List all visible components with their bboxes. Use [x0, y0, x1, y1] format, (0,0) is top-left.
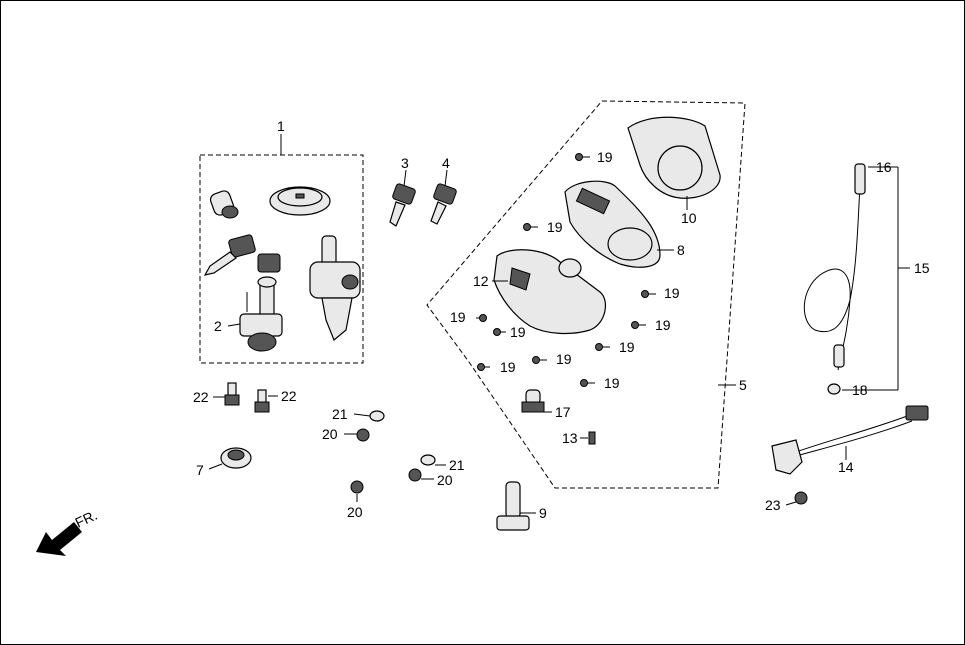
callout-1: 1	[277, 118, 285, 134]
callout-2: 2	[214, 318, 222, 334]
speedometer-cable	[803, 163, 866, 395]
callout-19-c: 19	[664, 285, 680, 301]
callout-17: 17	[555, 404, 571, 420]
seat-lock	[309, 235, 361, 341]
callout-23: 23	[765, 497, 781, 513]
meter-cover	[627, 116, 721, 199]
callout-19-f: 19	[655, 317, 671, 333]
callout-19-b: 19	[547, 219, 563, 235]
bulb-socket	[521, 389, 545, 413]
ignition-key	[203, 234, 256, 276]
callout-20-a: 20	[322, 426, 338, 442]
callout-19-h: 19	[556, 351, 572, 367]
lock-cylinder-small	[209, 190, 239, 219]
bolt-22-right	[254, 389, 270, 413]
callout-3: 3	[401, 155, 409, 171]
callout-18: 18	[852, 382, 868, 398]
callout-10: 10	[681, 210, 697, 226]
leader-lines	[208, 134, 910, 514]
callout-14: 14	[838, 459, 854, 475]
bolt-22-left	[224, 382, 240, 406]
callout-4: 4	[442, 155, 450, 171]
front-direction-label: FR.	[73, 507, 100, 531]
screw-19-set	[476, 153, 656, 387]
screw-13	[588, 431, 596, 445]
ignition-switch	[239, 276, 283, 352]
callout-20-c: 20	[347, 504, 363, 520]
callout-20-b: 20	[437, 472, 453, 488]
callout-13: 13	[562, 430, 578, 446]
bolt-9	[496, 481, 530, 531]
washer-21-lower	[420, 454, 436, 466]
nut-20-lower	[408, 468, 422, 482]
washer-21-upper	[369, 410, 385, 422]
meter-panel	[564, 180, 661, 268]
key-3	[389, 183, 416, 227]
nut-23	[794, 491, 808, 505]
nut-20-upper	[356, 428, 370, 442]
callout-8: 8	[677, 242, 685, 258]
callout-19-g: 19	[619, 339, 635, 355]
callout-19-j: 19	[604, 375, 620, 391]
key-4	[430, 183, 457, 225]
meter-group-box	[426, 100, 746, 489]
callout-16: 16	[876, 159, 892, 175]
callout-21-b: 21	[449, 457, 465, 473]
callout-9: 9	[539, 505, 547, 521]
key-fob	[257, 253, 281, 273]
callout-15: 15	[914, 260, 930, 276]
front-direction-arrow	[36, 522, 82, 556]
callout-22-a: 22	[193, 389, 209, 405]
callout-19-d: 19	[450, 309, 466, 325]
callout-22-b: 22	[281, 388, 297, 404]
callout-19-a: 19	[597, 149, 613, 165]
nut-20-bottom	[350, 480, 364, 494]
callout-19-e: 19	[510, 324, 526, 340]
callout-7: 7	[196, 462, 204, 478]
callout-5: 5	[739, 377, 747, 393]
callout-21-a: 21	[332, 406, 348, 422]
meter-case	[493, 249, 607, 335]
callout-12: 12	[473, 273, 489, 289]
fuel-cap-lock	[269, 186, 331, 216]
callout-19-i: 19	[500, 359, 516, 375]
wire-harness	[771, 405, 929, 475]
callout-labels: 1 2 3 4 5 7 8 9 10 12 13 14 15 16 17 18 …	[193, 118, 930, 521]
collar-7	[220, 447, 252, 469]
